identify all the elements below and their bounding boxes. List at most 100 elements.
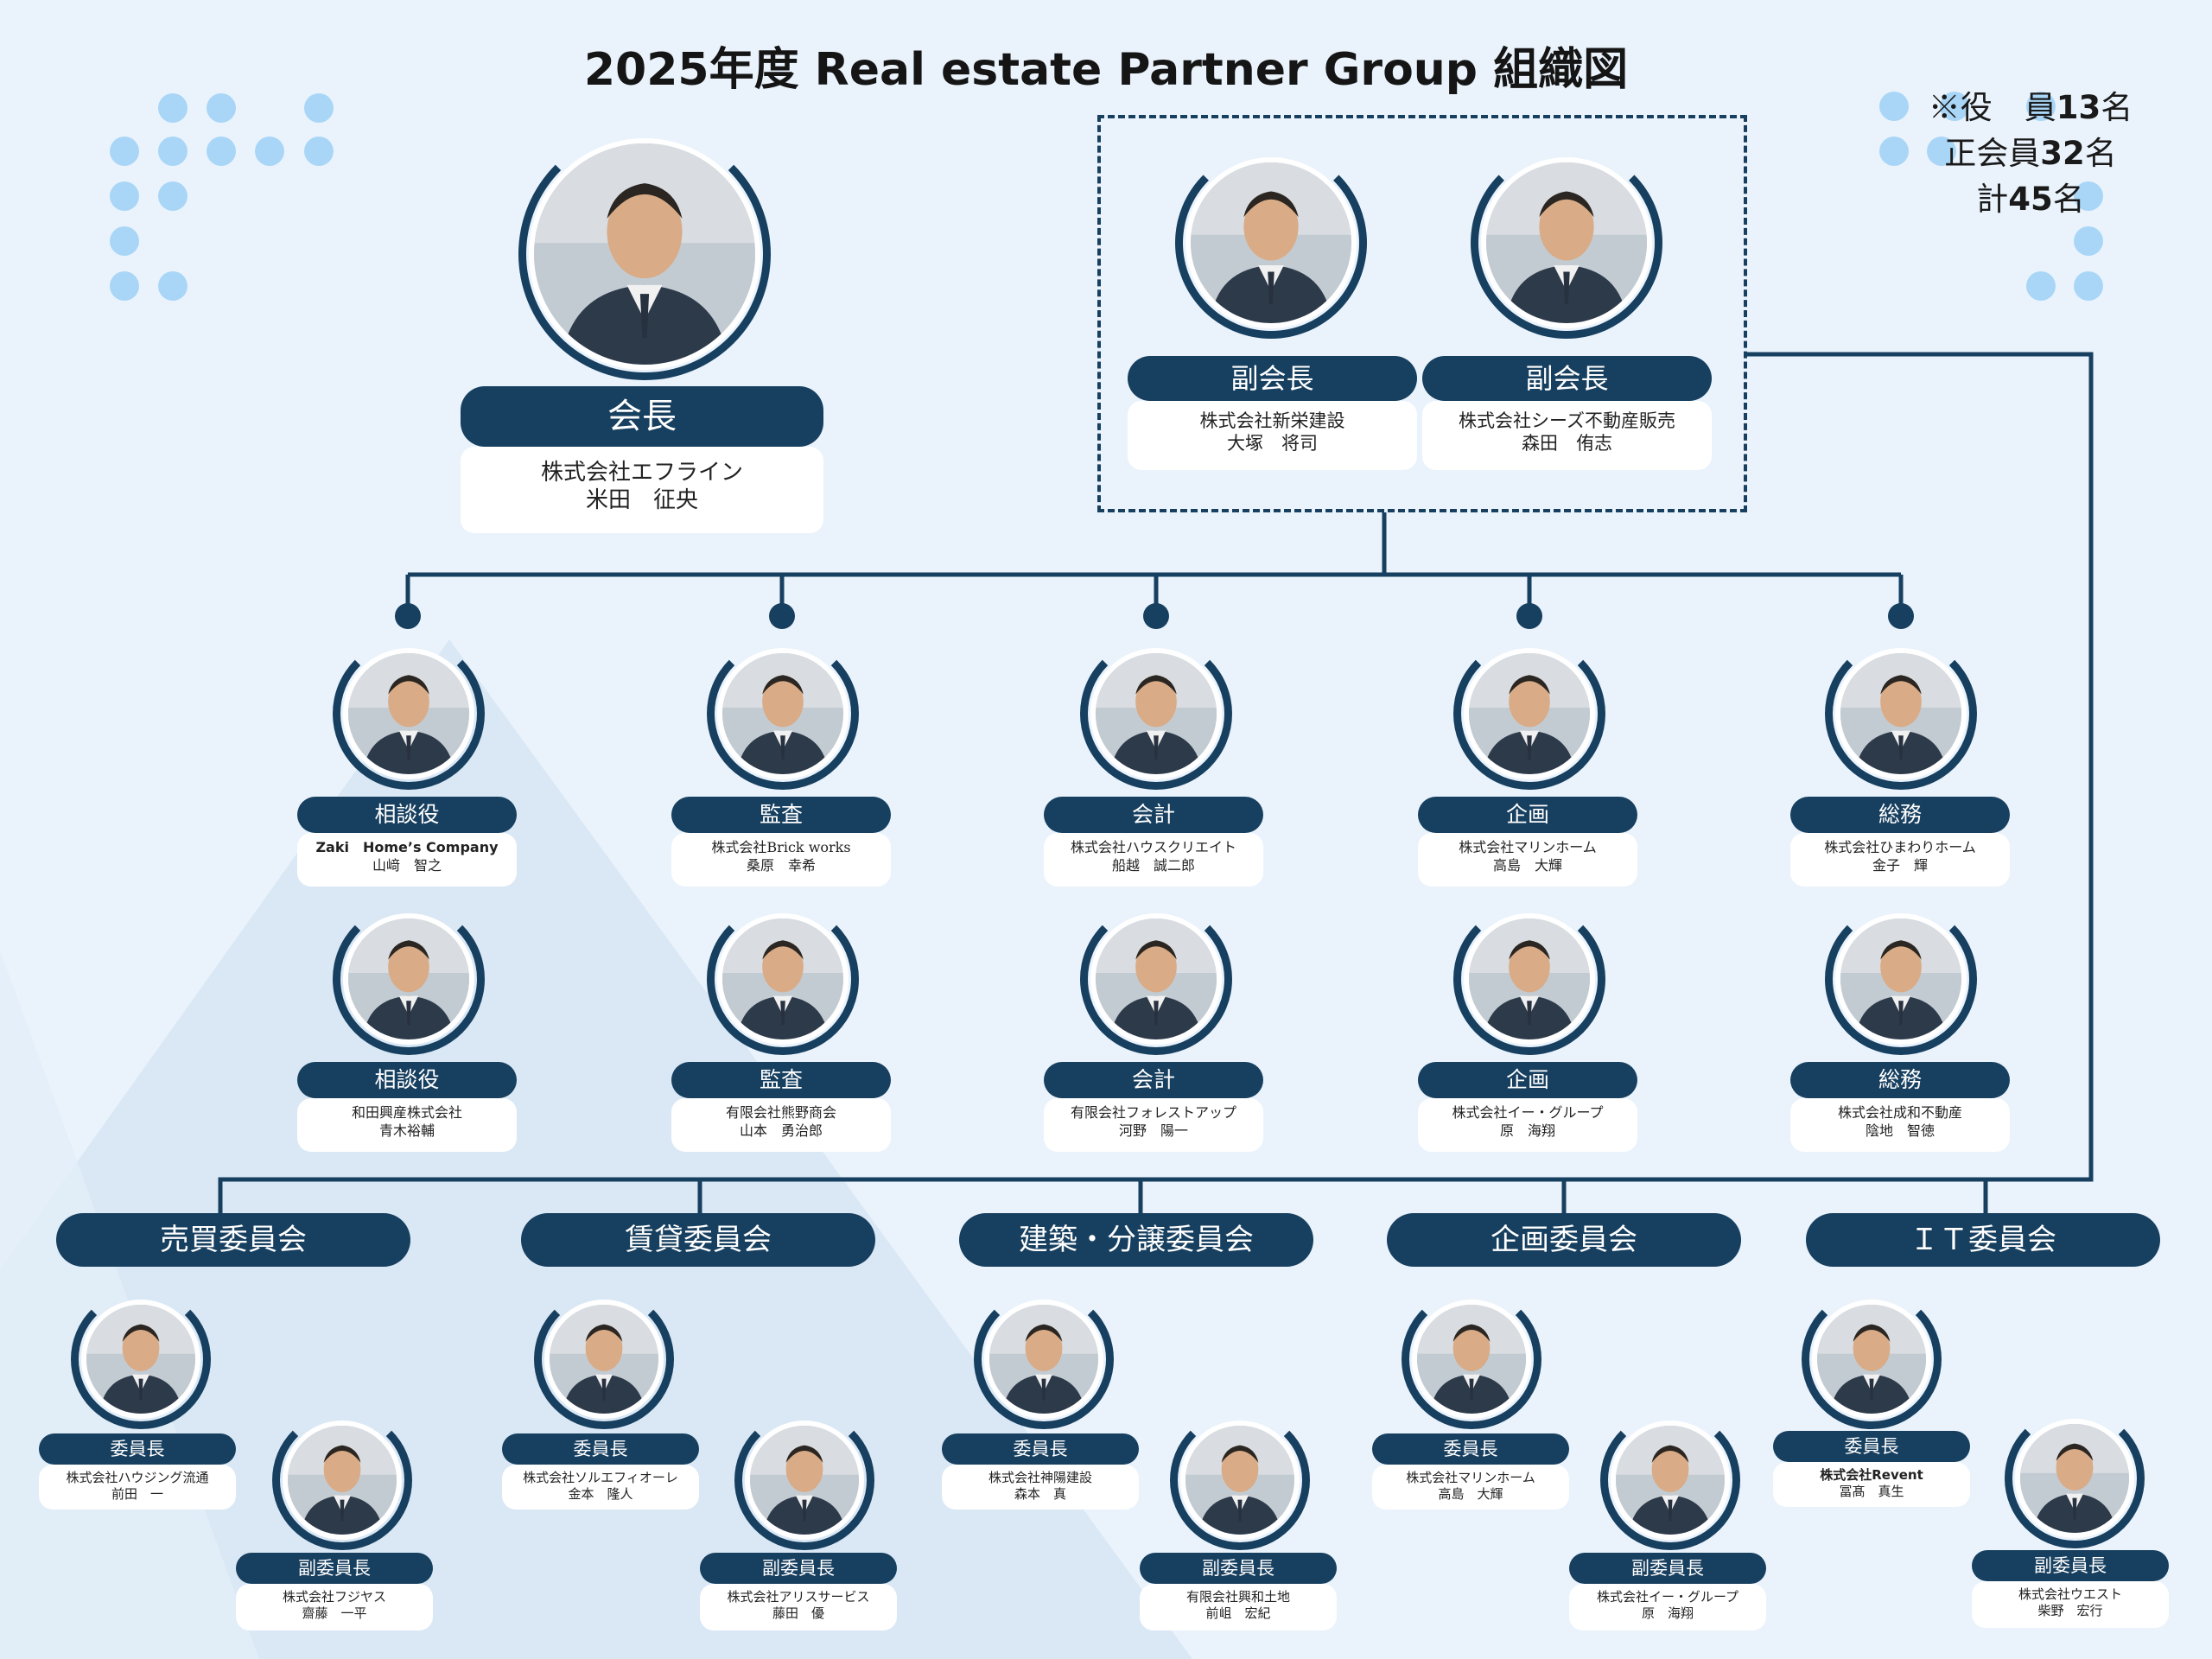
officer-name-7: 山本 勇治郎 xyxy=(739,1122,823,1139)
connector-dot xyxy=(769,603,795,629)
officer-role-label-9: 企画 xyxy=(1418,1062,1637,1098)
chairman-photo xyxy=(518,128,771,380)
officer-card-6: 和田興産株式会社青木裕輔 xyxy=(297,1098,517,1152)
committee-chair-card-1: 株式会社ハウジング流通前田 一 xyxy=(39,1465,236,1510)
committee-header-5: ＩＴ委員会 xyxy=(1806,1213,2160,1267)
officer-photo-3 xyxy=(1080,638,1232,790)
committee-vice-name-1: 齋藤 一平 xyxy=(302,1605,367,1621)
member-counts: ※役 員13名 正会員32名 計45名 xyxy=(1918,85,2143,222)
chairman-card: 株式会社エフライン 米田 征央 xyxy=(461,447,823,533)
committee-chair-name-5: 冨髙 真生 xyxy=(1839,1484,1904,1499)
committee-chair-card-4: 株式会社マリンホーム高島 大輝 xyxy=(1372,1465,1569,1510)
officer-company-9: 株式会社イー・グループ xyxy=(1452,1104,1604,1121)
connector-dot xyxy=(1888,603,1914,629)
committee-chair-company-5: 株式会社Revent xyxy=(1820,1467,1923,1483)
committee-vice-name-2: 藤田 優 xyxy=(772,1605,824,1621)
committee-chair-company-1: 株式会社ハウジング流通 xyxy=(66,1470,209,1485)
committee-chair-photo-2 xyxy=(534,1289,674,1429)
vice-chair-role-label-1: 副会長 xyxy=(1128,356,1417,401)
officer-card-3: 株式会社ハウスクリエイト船越 誠二郎 xyxy=(1044,833,1263,887)
committee-vice-card-5: 株式会社ウエスト柴野 宏行 xyxy=(1972,1581,2169,1628)
committee-chair-card-3: 株式会社神陽建設森本 真 xyxy=(942,1465,1139,1510)
officer-name-5: 金子 輝 xyxy=(1872,857,1928,874)
committee-vice-company-3: 有限会社興和土地 xyxy=(1185,1589,1290,1605)
officer-photo-8 xyxy=(1080,903,1232,1055)
officer-card-1: Zaki Home’s Company 山﨑 智之 xyxy=(297,833,517,887)
officer-company-4: 株式会社マリンホーム xyxy=(1459,839,1597,855)
officer-name-1: 山﨑 智之 xyxy=(372,857,442,874)
committee-vice-role-1: 副委員長 xyxy=(236,1553,433,1584)
total-count: 計45名 xyxy=(1976,181,2085,218)
page-title: 2025年度 Real estate Partner Group 組織図 xyxy=(583,44,1629,96)
committee-header-4: 企画委員会 xyxy=(1387,1213,1741,1267)
officer-company-1: Zaki Home’s Company xyxy=(315,839,499,855)
committee-chair-role-1: 委員長 xyxy=(39,1433,236,1465)
committee-chair-company-4: 株式会社マリンホーム xyxy=(1406,1470,1535,1485)
vice-chair-card-1: 株式会社新栄建設 大塚 将司 xyxy=(1128,401,1417,470)
officer-photo-9 xyxy=(1453,903,1605,1055)
committee-header-3: 建築・分譲委員会 xyxy=(959,1213,1313,1267)
regular-members-count: 正会員32名 xyxy=(1944,135,2117,172)
committee-vice-card-3: 有限会社興和土地前岨 宏紀 xyxy=(1140,1584,1337,1630)
committee-vice-photo-1 xyxy=(272,1410,412,1550)
committee-chair-company-2: 株式会社ソルエフィオーレ xyxy=(523,1470,678,1485)
committee-vice-card-4: 株式会社イー・グループ原 海翔 xyxy=(1569,1584,1766,1630)
officer-role-label-8: 会計 xyxy=(1044,1062,1263,1098)
officer-photo-6 xyxy=(333,903,485,1055)
committee-chair-photo-5 xyxy=(1802,1289,1942,1429)
committee-vice-company-1: 株式会社フジヤス xyxy=(282,1589,386,1605)
officer-role-label-5: 総務 xyxy=(1790,797,2010,833)
officer-photo-7 xyxy=(707,903,859,1055)
officer-name-10: 陰地 智徳 xyxy=(1865,1122,1935,1139)
chairman-name: 米田 征央 xyxy=(585,487,698,513)
committee-chair-role-5: 委員長 xyxy=(1773,1431,1970,1462)
officer-company-3: 株式会社ハウスクリエイト xyxy=(1070,839,1236,855)
vice-chair-name-1: 大塚 将司 xyxy=(1227,433,1318,454)
committee-header-1: 売買委員会 xyxy=(56,1213,410,1267)
chairman-role-label: 会長 xyxy=(461,386,823,447)
committee-chair-name-2: 金本 隆人 xyxy=(568,1486,633,1502)
officer-name-9: 原 海翔 xyxy=(1499,1122,1555,1139)
officer-role-label-3: 会計 xyxy=(1044,797,1263,833)
committee-vice-role-5: 副委員長 xyxy=(1972,1550,2169,1581)
officer-name-3: 船越 誠二郎 xyxy=(1111,857,1195,874)
committee-chair-name-1: 前田 一 xyxy=(111,1486,163,1502)
vice-chair-name-2: 森田 侑志 xyxy=(1522,433,1612,454)
committee-vice-company-5: 株式会社ウエスト xyxy=(2018,1586,2122,1602)
committee-chair-role-4: 委員長 xyxy=(1372,1433,1569,1465)
officer-photo-4 xyxy=(1453,638,1605,790)
officer-company-5: 株式会社ひまわりホーム xyxy=(1824,839,1976,855)
committee-vice-photo-3 xyxy=(1170,1410,1310,1550)
officer-name-2: 桑原 幸希 xyxy=(746,857,816,874)
officer-role-label-7: 監査 xyxy=(671,1062,891,1098)
committee-chair-photo-3 xyxy=(974,1289,1114,1429)
officer-card-4: 株式会社マリンホーム高島 大輝 xyxy=(1418,833,1637,887)
committee-chair-role-2: 委員長 xyxy=(502,1433,699,1465)
officer-company-8: 有限会社フォレストアップ xyxy=(1070,1104,1236,1121)
vice-chair-photo-1 xyxy=(1175,147,1367,339)
chairman-company: 株式会社エフライン xyxy=(540,460,743,486)
officer-company-7: 有限会社熊野商会 xyxy=(725,1104,836,1121)
officer-name-4: 高島 大輝 xyxy=(1492,857,1562,874)
committee-vice-role-2: 副委員長 xyxy=(700,1553,897,1584)
committee-chair-company-3: 株式会社神陽建設 xyxy=(988,1470,1092,1485)
committee-vice-company-4: 株式会社イー・グループ xyxy=(1596,1589,1739,1605)
connector-dot xyxy=(1143,603,1169,629)
committee-chair-role-3: 委員長 xyxy=(942,1433,1139,1465)
officer-role-label-4: 企画 xyxy=(1418,797,1637,833)
committee-chair-name-4: 高島 大輝 xyxy=(1438,1486,1503,1502)
committee-vice-name-5: 柴野 宏行 xyxy=(2037,1603,2103,1618)
vice-chair-company-2: 株式会社シーズ不動産販売 xyxy=(1459,410,1675,431)
officer-card-10: 株式会社成和不動産陰地 智徳 xyxy=(1790,1098,2010,1152)
officer-name-8: 河野 陽一 xyxy=(1118,1122,1188,1139)
committee-vice-photo-2 xyxy=(734,1410,874,1550)
vice-chair-company-1: 株式会社新栄建設 xyxy=(1199,410,1345,431)
vice-chair-group-box xyxy=(1097,115,1747,512)
officer-photo-2 xyxy=(707,638,859,790)
officer-role-label-10: 総務 xyxy=(1790,1062,2010,1098)
committee-vice-name-3: 前岨 宏紀 xyxy=(1205,1605,1271,1621)
committee-vice-role-3: 副委員長 xyxy=(1140,1553,1337,1584)
